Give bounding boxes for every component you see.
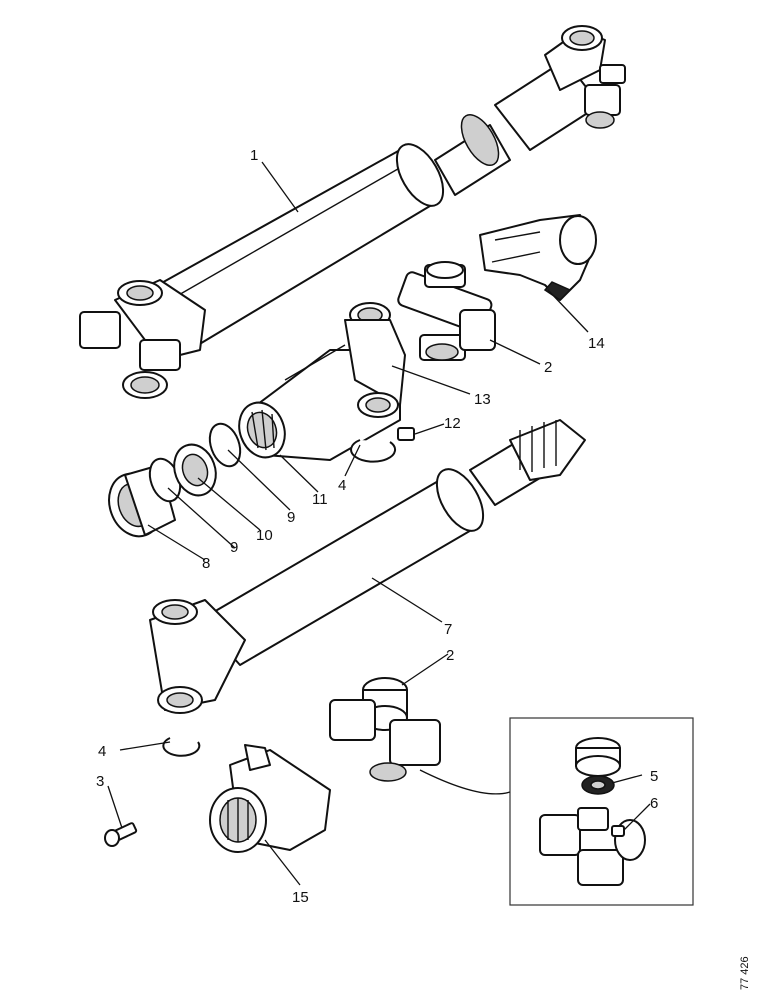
- inset-connection-line: [419, 769, 511, 795]
- callout-12: 12: [444, 415, 461, 432]
- callout-9-upper: 9: [287, 509, 295, 526]
- callout-4-upper: 4: [338, 477, 346, 494]
- figure-reference-code: 77 426: [739, 956, 751, 990]
- callout-14: 14: [588, 335, 605, 352]
- callout-10: 10: [256, 527, 273, 544]
- callout-5: 5: [650, 768, 658, 785]
- callout-labels: 1 2 14 13 12 4 11 9 10 9 8 7 2 4 3 5 6 1…: [96, 147, 658, 906]
- part-1-complete-propshaft: [79, 25, 626, 399]
- part-4-circlip-lower: [162, 737, 201, 757]
- part-14-flange-yoke: [479, 214, 597, 301]
- part-15-flange-yoke: [209, 744, 331, 853]
- callout-4-lower: 4: [98, 743, 106, 760]
- part-12-grease-nipple: [397, 427, 415, 441]
- callout-6: 6: [650, 795, 658, 812]
- callout-1: 1: [250, 147, 258, 164]
- callout-7: 7: [444, 621, 452, 638]
- callout-15: 15: [292, 889, 309, 906]
- part-4-circlip-upper: [350, 439, 397, 463]
- callout-8: 8: [202, 555, 210, 572]
- part-8-dust-cap: [108, 464, 176, 538]
- callout-2-upper: 2: [544, 359, 552, 376]
- callout-13: 13: [474, 391, 491, 408]
- part-7-splined-shaft: [149, 419, 586, 714]
- callout-3: 3: [96, 773, 104, 790]
- leader-lines: [107, 161, 651, 886]
- callout-11: 11: [312, 491, 328, 508]
- callout-2-lower: 2: [446, 647, 454, 664]
- part-9-washer-upper: [208, 422, 242, 468]
- part-2-universal-joint-upper: [397, 261, 496, 361]
- part-3-bolt: [104, 822, 138, 847]
- callout-9-lower: 9: [230, 539, 238, 556]
- part-11-splined-sleeve-end: [238, 401, 286, 459]
- part-2-universal-joint-lower: [329, 677, 441, 782]
- inset-detail-box: [509, 717, 694, 906]
- part-10-cork-seal: [173, 443, 217, 497]
